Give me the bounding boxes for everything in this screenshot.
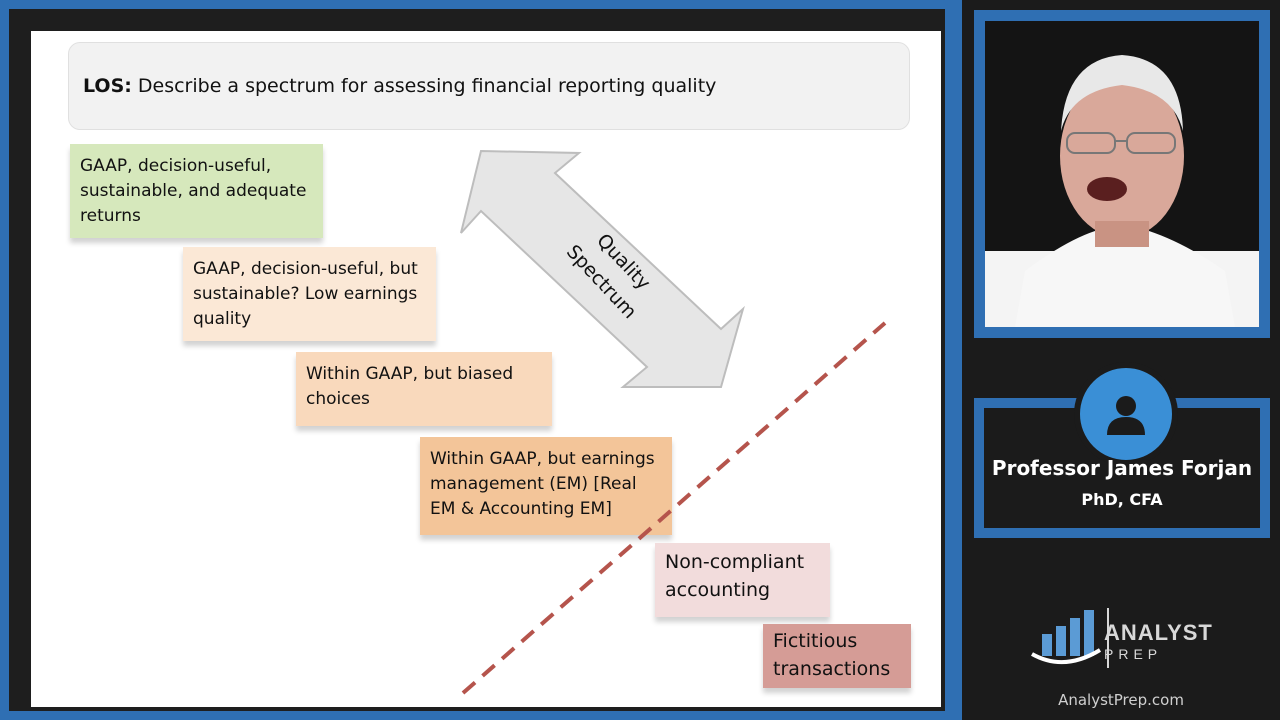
- presenter-credentials: PhD, CFA: [1081, 490, 1163, 509]
- step-line: choices: [306, 389, 370, 409]
- step-line: transactions: [773, 658, 891, 680]
- step-biased-choices: Within GAAP, but biased choices: [296, 352, 552, 426]
- step-line: Within GAAP, but biased: [306, 364, 514, 384]
- step-line: Fictitious: [773, 630, 858, 652]
- step-earnings-management: Within GAAP, but earnings management (EM…: [420, 437, 672, 535]
- presenter-panel: Professor James Forjan PhD, CFA ANALYST …: [962, 0, 1280, 720]
- logo-text-prep: PREP: [1104, 646, 1163, 662]
- double-arrow-icon: [460, 149, 745, 388]
- presenter-name: Professor James Forjan: [991, 456, 1253, 480]
- spectrum-overlay: Quality Spectrum: [460, 149, 887, 695]
- step-line: quality: [193, 309, 252, 329]
- los-text: Describe a spectrum for assessing financ…: [137, 75, 717, 97]
- person-icon: [1074, 362, 1178, 466]
- logo-text-analyst: ANALYST: [1104, 620, 1213, 645]
- step-fictitious: Fictitious transactions: [763, 624, 911, 688]
- step-line: GAAP, decision-useful,: [80, 156, 272, 176]
- los-box: LOS: Describe a spectrum for assessing f…: [68, 42, 910, 130]
- step-line: returns: [80, 206, 141, 226]
- presenter-video: [985, 21, 1259, 327]
- step-gaap-sustainable: GAAP, decision-useful, sustainable, and …: [70, 144, 323, 238]
- step-low-earnings-quality: GAAP, decision-useful, but sustainable? …: [183, 247, 436, 341]
- site-url: AnalystPrep.com: [1058, 691, 1184, 709]
- step-line: accounting: [665, 579, 771, 601]
- step-line: Within GAAP, but earnings: [430, 449, 655, 469]
- step-non-compliant: Non-compliant accounting: [655, 543, 830, 617]
- step-line: EM & Accounting EM]: [430, 499, 612, 519]
- video-frame: [974, 10, 1270, 338]
- step-line: management (EM) [Real: [430, 474, 637, 494]
- slide-frame: LOS: Describe a spectrum for assessing f…: [9, 9, 945, 711]
- slide: LOS: Describe a spectrum for assessing f…: [31, 31, 941, 707]
- person-icon-glyph: [1107, 396, 1145, 435]
- bar-chart-icon: [1031, 608, 1109, 668]
- step-line: sustainable? Low earnings: [193, 284, 418, 304]
- compliance-boundary-line: [461, 321, 887, 695]
- los-label: LOS:: [83, 75, 132, 97]
- step-line: Non-compliant: [665, 551, 805, 573]
- step-line: GAAP, decision-useful, but: [193, 259, 418, 279]
- presenter-image: [985, 21, 1259, 327]
- step-line: sustainable, and adequate: [80, 181, 307, 201]
